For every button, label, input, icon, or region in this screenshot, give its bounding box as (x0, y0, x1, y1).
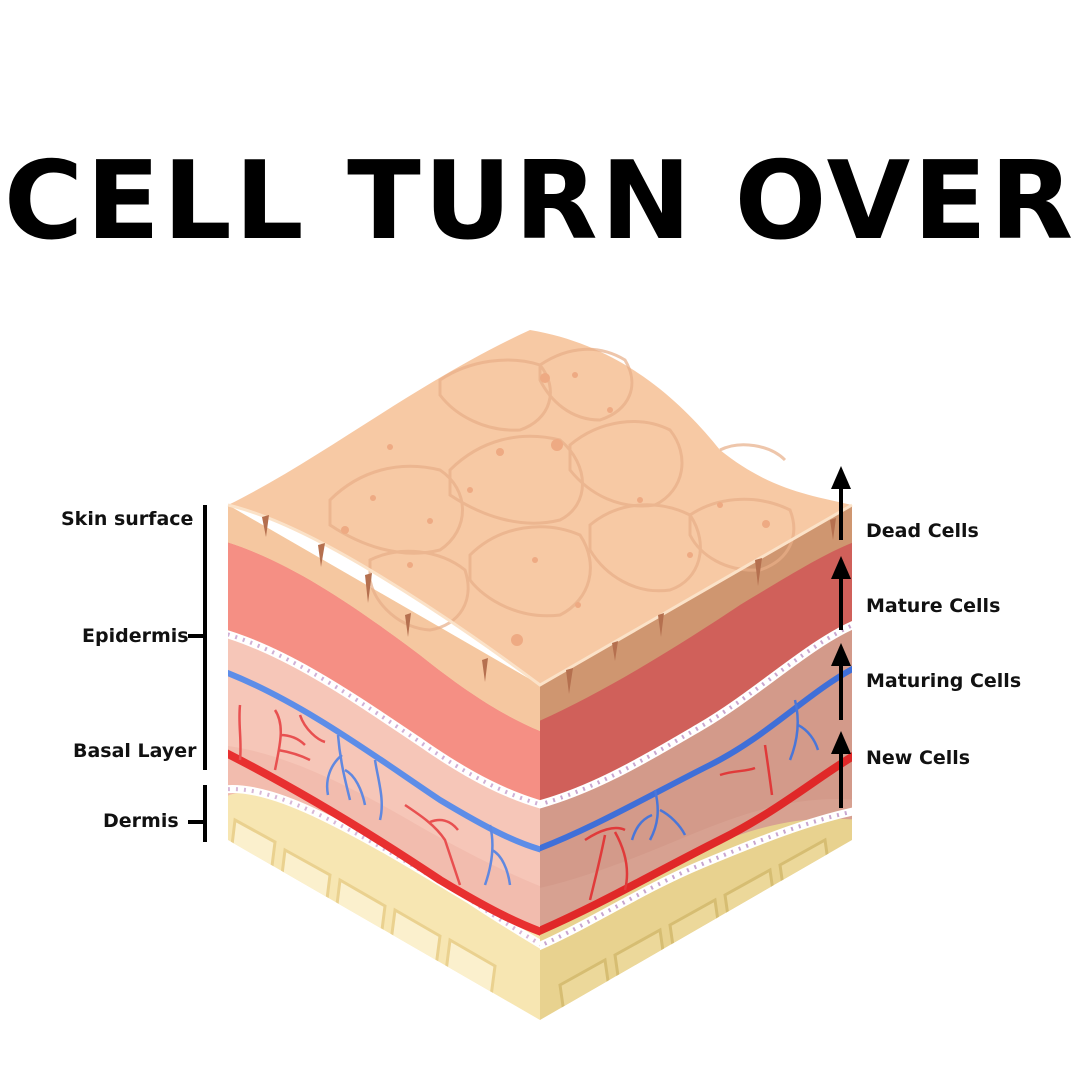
label-mature-cells: Mature Cells (866, 595, 1001, 617)
label-maturing-cells: Maturing Cells (866, 670, 1022, 692)
label-dermis: Dermis (103, 810, 179, 832)
label-dead-cells: Dead Cells (866, 520, 979, 542)
top-face (227, 330, 853, 694)
label-new-cells: New Cells (866, 747, 971, 769)
left-brackets (188, 505, 207, 842)
label-skin-surface: Skin surface (61, 508, 194, 530)
label-epidermis: Epidermis (82, 625, 189, 647)
page-title: CELL TURN OVER (3, 139, 1077, 264)
label-basal-layer: Basal Layer (73, 740, 197, 762)
right-arrows (831, 466, 851, 808)
